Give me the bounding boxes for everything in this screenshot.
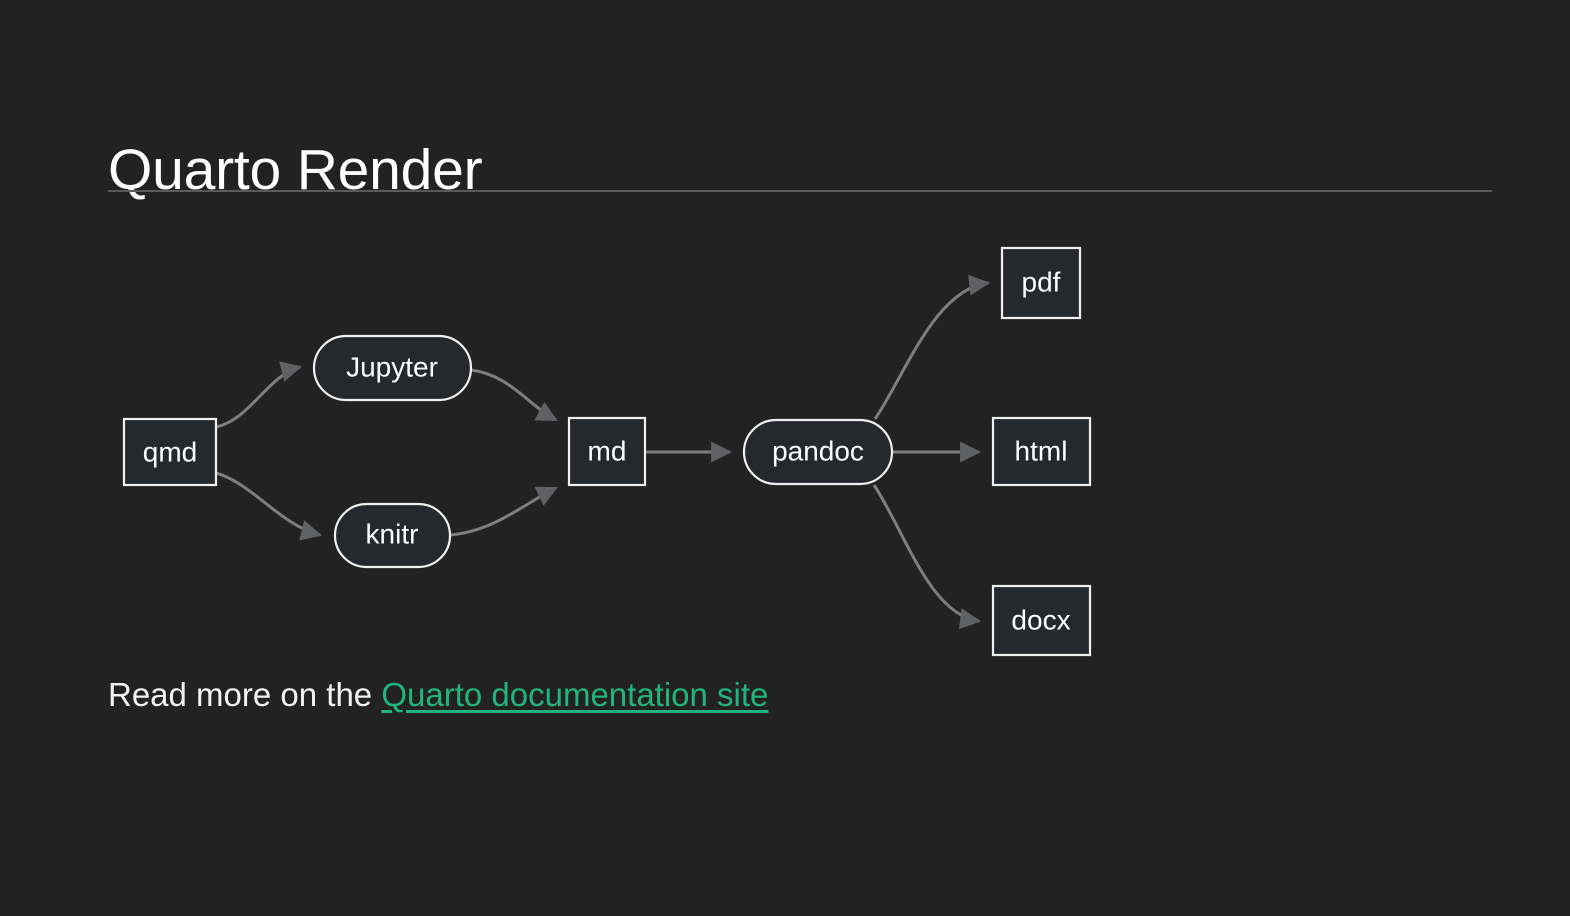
edge-group — [215, 274, 991, 630]
edge-knitr-to-md — [449, 486, 558, 537]
edge-qmd-to-knitr — [215, 471, 323, 541]
node-knitr[interactable]: knitr — [333, 502, 452, 569]
node-jupyter[interactable]: Jupyter — [312, 334, 473, 402]
edge-pandoc-to-docx — [872, 484, 982, 630]
node-pdf-label: pdf — [1022, 266, 1061, 297]
node-html-label: html — [1015, 435, 1068, 466]
node-qmd[interactable]: qmd — [122, 417, 218, 487]
flowchart-svg: qmd Jupyter knitr md pandoc pdf — [122, 246, 1092, 657]
title-divider — [108, 190, 1492, 192]
footer-paragraph: Read more on the Quarto documentation si… — [108, 673, 768, 718]
node-docx[interactable]: docx — [991, 584, 1092, 657]
edge-jupyter-to-md — [470, 368, 558, 422]
node-md[interactable]: md — [567, 416, 647, 487]
node-html[interactable]: html — [991, 416, 1092, 487]
node-docx-shape — [991, 584, 1092, 657]
footer-lead-text: Read more on the — [108, 676, 382, 713]
node-pdf-shape — [1000, 246, 1082, 320]
node-html-shape — [991, 416, 1092, 487]
quarto-render-flowchart: qmd Jupyter knitr md pandoc pdf — [0, 215, 1570, 665]
page-title: Quarto Render — [108, 138, 483, 203]
node-pandoc[interactable]: pandoc — [742, 418, 894, 486]
node-qmd-label: qmd — [143, 436, 197, 467]
node-jupyter-shape — [312, 334, 473, 402]
edge-pandoc-to-pdf — [873, 274, 991, 420]
node-qmd-shape — [122, 417, 218, 487]
node-md-label: md — [588, 435, 627, 466]
edge-qmd-to-jupyter — [215, 361, 303, 429]
node-pdf[interactable]: pdf — [1000, 246, 1082, 320]
node-pandoc-shape — [742, 418, 894, 486]
node-knitr-label: knitr — [366, 518, 419, 549]
quarto-documentation-link[interactable]: Quarto documentation site — [381, 676, 769, 713]
node-docx-label: docx — [1011, 604, 1070, 635]
node-pandoc-label: pandoc — [772, 435, 864, 466]
node-jupyter-label: Jupyter — [346, 351, 438, 382]
node-md-shape — [567, 416, 647, 487]
node-knitr-shape — [333, 502, 452, 569]
